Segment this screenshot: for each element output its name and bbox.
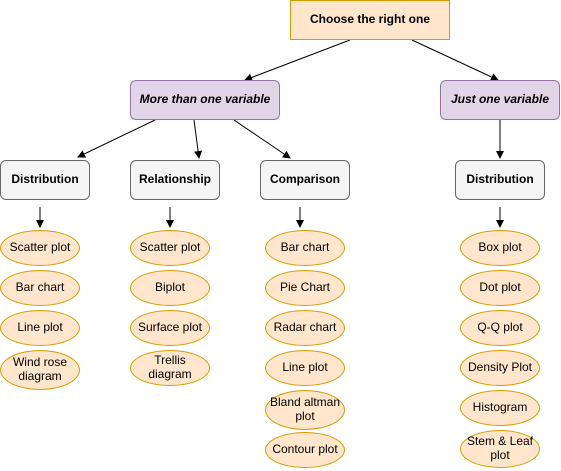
leaf-relationship: Biplot xyxy=(130,270,210,306)
leaf-comparison: Bar chart xyxy=(265,230,345,266)
leaf-distribution-single: Box plot xyxy=(460,230,540,266)
just-one-variable-node: Just one variable xyxy=(440,80,560,120)
arrow-multi-to-distribution xyxy=(77,119,156,158)
comparison-node: Comparison xyxy=(260,160,350,200)
distribution-multi-node: Distribution xyxy=(0,160,90,200)
arrow-multi-to-relationship xyxy=(193,119,203,159)
leaf-comparison: Line plot xyxy=(265,350,345,386)
leaf-comparison: Radar chart xyxy=(265,310,345,346)
arrow-root-to-single xyxy=(411,39,499,81)
leaf-distribution-single: Stem & Leaf plot xyxy=(460,430,540,468)
leaf-distribution-multi: Wind rose diagram xyxy=(0,350,80,390)
distribution-single-node: Distribution xyxy=(455,160,545,200)
leaf-distribution-single: Dot plot xyxy=(460,270,540,306)
leaf-comparison: Contour plot xyxy=(265,432,345,468)
leaf-comparison: Bland altman plot xyxy=(265,390,345,430)
leaf-distribution-multi: Line plot xyxy=(0,310,80,346)
more-than-one-variable-node: More than one variable xyxy=(130,80,280,120)
leaf-relationship: Scatter plot xyxy=(130,230,210,266)
leaf-distribution-single: Histogram xyxy=(460,390,540,426)
leaf-distribution-multi: Bar chart xyxy=(0,270,80,306)
leaf-comparison: Pie Chart xyxy=(265,270,345,306)
arrow-multi-to-comparison xyxy=(233,119,291,159)
leaf-relationship: Trellis diagram xyxy=(130,350,210,386)
leaf-distribution-single: Density Plot xyxy=(460,350,540,386)
leaf-relationship: Surface plot xyxy=(130,310,210,346)
arrow-root-to-multi xyxy=(244,39,351,82)
relationship-node: Relationship xyxy=(130,160,220,200)
leaf-distribution-multi: Scatter plot xyxy=(0,230,80,266)
leaf-distribution-single: Q-Q plot xyxy=(460,310,540,346)
root-node: Choose the right one xyxy=(290,0,450,40)
